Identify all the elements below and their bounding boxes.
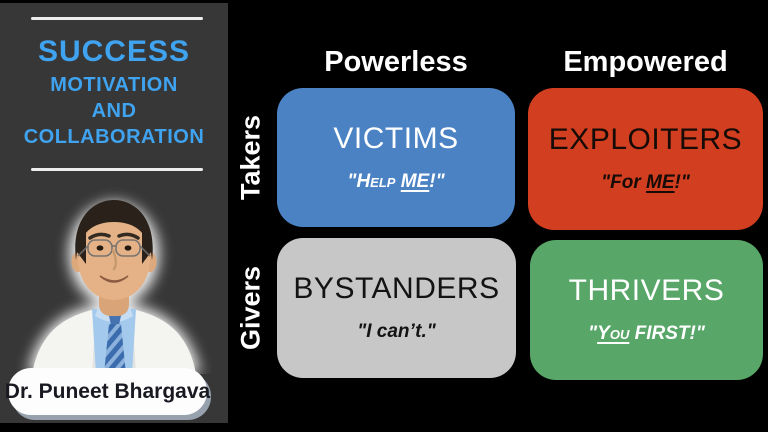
column-header-empowered: Empowered <box>563 46 728 78</box>
quadrant-title: THRIVERS <box>568 274 725 307</box>
quadrant-bystanders: BYSTANDERS "I can’t." <box>277 238 516 378</box>
quadrant-tagline: "Help ME!" <box>347 170 445 192</box>
doctor-headshot-photo <box>28 200 200 374</box>
row-header-takers: Takers <box>235 114 266 201</box>
quadrant-victims: VICTIMS "Help ME!" <box>277 88 515 227</box>
column-header-powerless: Powerless <box>324 46 468 78</box>
page-title: SUCCESS <box>37 35 191 68</box>
left-panel: SUCCESS MOTIVATION AND COLLABORATION <box>0 3 228 423</box>
subtitle-line-2: AND <box>91 100 137 122</box>
divider-bottom <box>31 168 203 171</box>
quadrant-title: BYSTANDERS <box>293 272 500 305</box>
quadrant-title: VICTIMS <box>333 121 459 155</box>
page-subtitle: MOTIVATION AND COLLABORATION <box>0 72 228 150</box>
quadrant-exploiters: EXPLOITERS "For ME!" <box>528 88 763 230</box>
divider-top <box>31 17 203 20</box>
quadrant-title: EXPLOITERS <box>548 123 743 156</box>
quadrant-tagline: "You FIRST!" <box>588 323 705 344</box>
name-badge: Dr. Puneet Bhargava <box>4 368 211 415</box>
name-badge-label: Dr. Puneet Bhargava <box>4 379 211 403</box>
glasses <box>77 239 151 257</box>
quadrant-tagline: "For ME!" <box>601 172 690 193</box>
row-header-givers: Givers <box>235 265 266 351</box>
quadrant-tagline: "I can’t." <box>357 321 436 342</box>
subtitle-line-1: MOTIVATION <box>50 74 178 96</box>
quadrant-thrivers: THRIVERS "You FIRST!" <box>530 240 763 380</box>
subtitle-line-3: COLLABORATION <box>23 126 205 148</box>
quadrant-matrix: Powerless Empowered Takers Givers VICTIM… <box>228 0 768 432</box>
